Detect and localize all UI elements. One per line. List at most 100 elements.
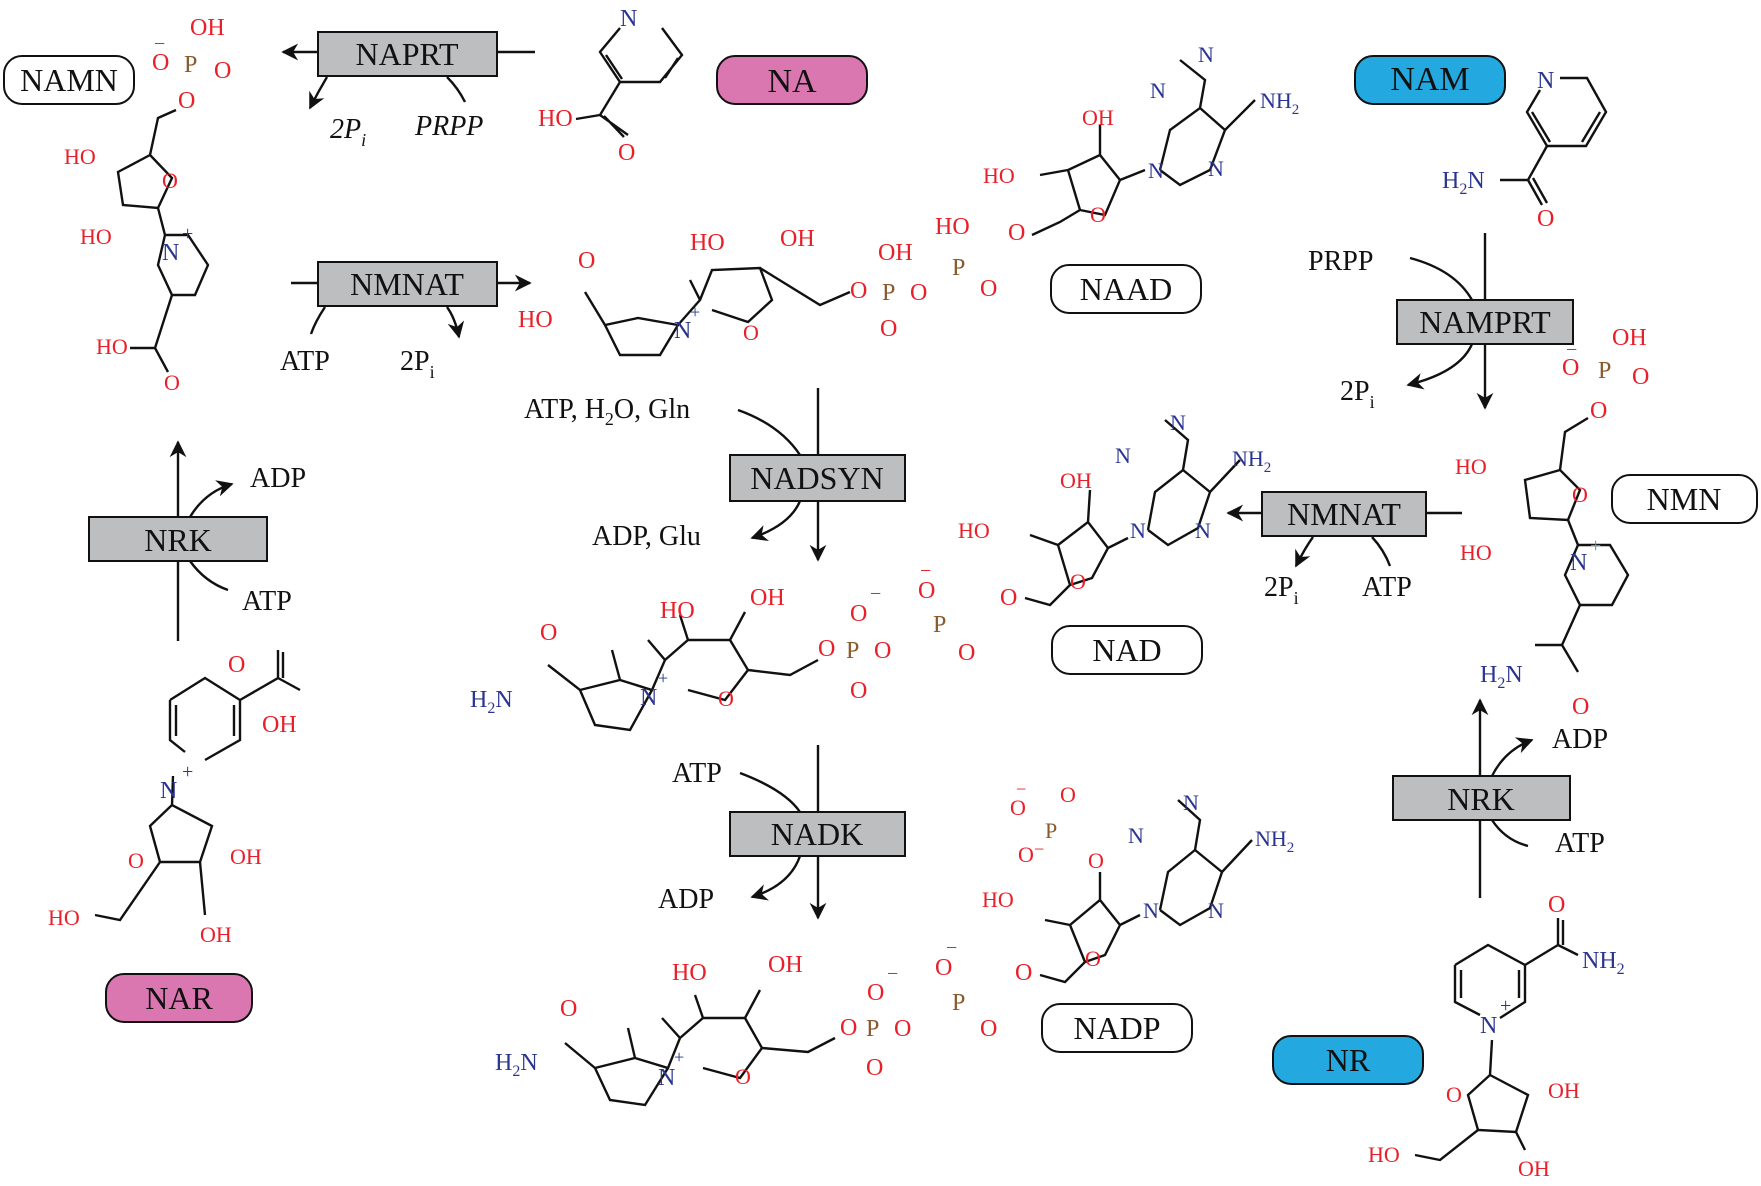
svg-text:O: O — [894, 1016, 911, 1042]
arc-atp-in — [737, 408, 801, 456]
svg-text:+: + — [182, 223, 193, 245]
enzyme-label-namprt: NAMPRT — [1419, 304, 1551, 340]
svg-text:OH: OH — [230, 844, 262, 869]
svg-text:N: N — [620, 6, 637, 32]
cofactor-adp-glu: ADP, Glu — [592, 521, 701, 552]
cofactor-2pi: 2Pi — [1340, 376, 1375, 412]
svg-text:+: + — [658, 668, 668, 688]
cofactor-atp: ATP — [1362, 572, 1412, 603]
svg-text:O: O — [850, 278, 867, 304]
cofactor-adp: ADP — [1552, 724, 1608, 755]
svg-text:O: O — [1088, 848, 1104, 873]
svg-text:O: O — [1018, 842, 1034, 867]
svg-text:HO: HO — [935, 214, 970, 240]
svg-text:N: N — [162, 240, 179, 266]
svg-text:OH: OH — [1548, 1078, 1580, 1103]
reaction-nadsyn: NADSYN ATP, H2O, Gln ADP, Glu — [524, 388, 906, 562]
svg-text:+: + — [674, 1047, 684, 1067]
svg-text:OH: OH — [780, 226, 815, 252]
structure-nadp: H2N O N + HO OH O O P O − O O P O − O O … — [495, 779, 1294, 1107]
svg-text:N: N — [640, 685, 657, 711]
svg-text:P: P — [933, 612, 946, 638]
structure-nar: O OH N + O OH OH HO — [48, 650, 301, 947]
cofactor-atp-h2o-gln: ATP, H2O, Gln — [524, 394, 690, 429]
svg-text:O: O — [1562, 355, 1579, 381]
reaction-nmnat-right: NMNAT 2Pi ATP — [1226, 491, 1462, 608]
arrow-2pi-out — [308, 76, 329, 110]
svg-text:HO: HO — [1368, 1142, 1400, 1167]
svg-text:HO: HO — [518, 307, 553, 333]
svg-text:O: O — [1548, 892, 1565, 918]
svg-text:HO: HO — [64, 144, 96, 169]
enzyme-label-nrk: NRK — [144, 522, 212, 558]
svg-text:P: P — [866, 1016, 879, 1042]
svg-text:O: O — [840, 1015, 857, 1041]
svg-text:N: N — [1208, 156, 1224, 181]
label-nadp: NADP — [1073, 1010, 1160, 1046]
enzyme-nrk — [1392, 775, 1571, 821]
svg-text:O: O — [164, 370, 180, 395]
svg-text:O: O — [735, 1064, 751, 1089]
enzyme-label-naprt: NAPRT — [356, 36, 459, 72]
svg-text:N: N — [1150, 78, 1166, 103]
enzyme-label-nmnat: NMNAT — [1287, 496, 1401, 532]
enzyme-nmnat — [317, 261, 498, 307]
svg-text:O: O — [214, 58, 231, 84]
reaction-nrk-left: NRK ADP ATP — [88, 440, 306, 641]
svg-text:N: N — [1198, 42, 1214, 67]
svg-text:N: N — [1170, 410, 1186, 435]
arrow-2pi-out — [446, 306, 465, 339]
svg-text:O: O — [618, 140, 635, 166]
structure-nmn: OH O − P O O O HO HO N + H2N O — [1455, 325, 1649, 720]
svg-text:−: − — [154, 33, 165, 55]
svg-text:O: O — [1572, 482, 1588, 507]
svg-text:O: O — [540, 620, 557, 646]
svg-text:O: O — [1090, 202, 1106, 227]
svg-text:O: O — [178, 88, 195, 114]
svg-text:O: O — [874, 638, 891, 664]
svg-text:OH: OH — [1518, 1156, 1550, 1181]
svg-text:P: P — [1045, 818, 1057, 843]
arc-atp-in — [1371, 536, 1392, 567]
svg-text:HO: HO — [1460, 540, 1492, 565]
label-naad: NAAD — [1080, 271, 1172, 307]
reaction-nadk: NADK ATP ADP — [658, 745, 906, 920]
svg-text:−: − — [920, 560, 931, 582]
svg-text:N: N — [1480, 1013, 1497, 1039]
svg-text:N: N — [1195, 518, 1211, 543]
cofactor-atp: ATP — [280, 346, 330, 377]
label-namn: NAMN — [20, 62, 118, 98]
reaction-naprt: NAPRT 2Pi PRPP — [281, 31, 535, 150]
svg-text:P: P — [952, 990, 965, 1016]
structure-na: N HO O — [538, 6, 684, 166]
nh2-label: NH2 — [1582, 948, 1625, 978]
svg-text:O: O — [1060, 782, 1076, 807]
svg-text:O: O — [578, 248, 595, 274]
svg-text:HO: HO — [983, 163, 1015, 188]
cofactor-atp: ATP — [1555, 828, 1605, 859]
enzyme-naprt — [317, 31, 498, 77]
arrow-adp-out — [188, 480, 234, 518]
svg-text:HO: HO — [96, 334, 128, 359]
svg-text:OH: OH — [768, 952, 803, 978]
svg-text:P: P — [846, 638, 859, 664]
cofactor-atp: ATP — [242, 586, 292, 617]
svg-text:−: − — [1016, 779, 1026, 799]
structure-namn: OH O − P O O O HO HO N + HO O — [64, 15, 231, 395]
svg-text:O: O — [1632, 364, 1649, 390]
arc-atp-in — [189, 560, 229, 592]
svg-text:O: O — [718, 686, 734, 711]
svg-text:O: O — [958, 640, 975, 666]
arc-atp-in — [309, 306, 326, 335]
arc-atp-in — [1490, 819, 1529, 848]
svg-text:N: N — [160, 778, 177, 804]
svg-text:−: − — [887, 963, 898, 985]
svg-text:+: + — [1590, 535, 1601, 557]
h2n-label: H2N — [470, 687, 513, 717]
structure-nad: H2N O N + HO OH O O P O − O O P O − O O … — [470, 410, 1271, 732]
arrow-2pi-out — [1294, 536, 1314, 568]
reaction-nmnat-left: NMNAT ATP 2Pi — [280, 261, 532, 382]
svg-text:OH: OH — [1082, 105, 1114, 130]
svg-text:HO: HO — [958, 518, 990, 543]
svg-text:O: O — [910, 280, 927, 306]
